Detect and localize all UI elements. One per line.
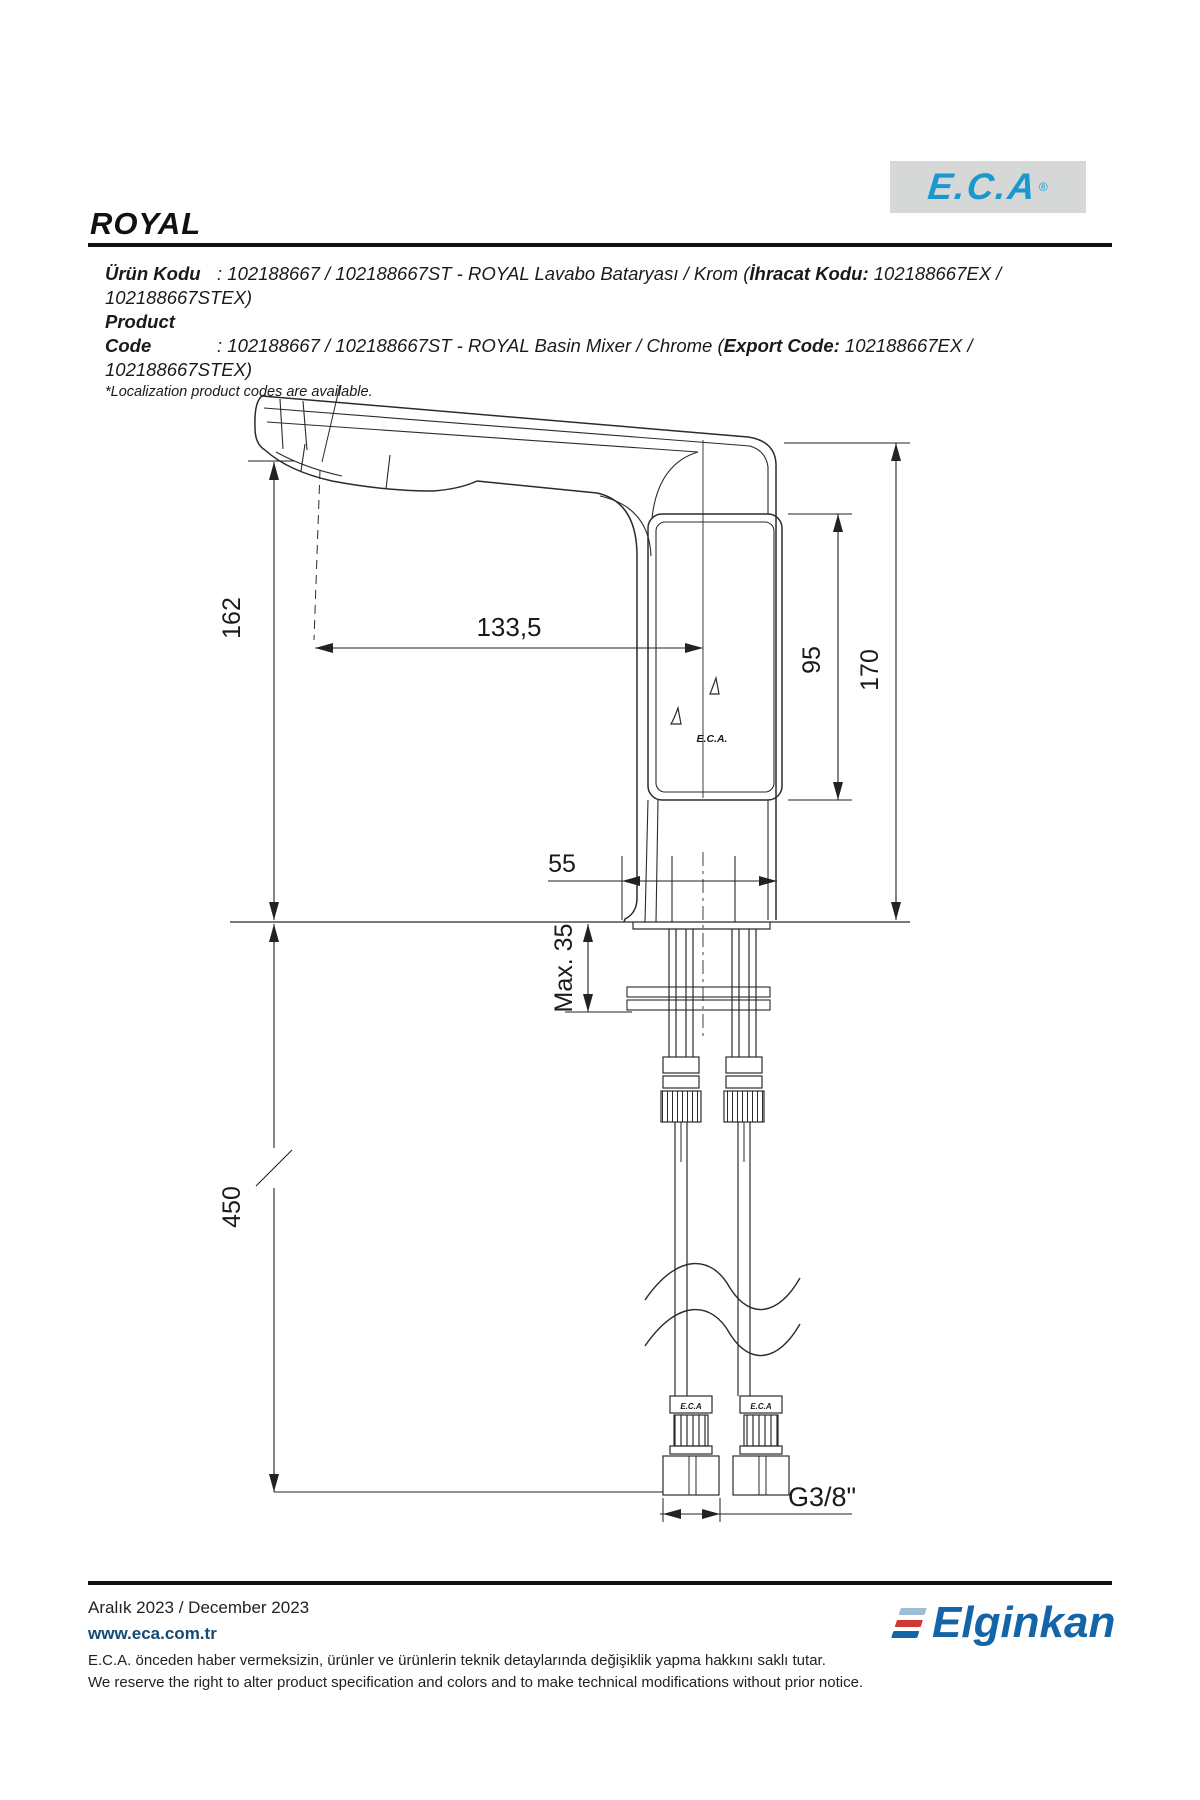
product-label-tr: Ürün Kodu: [105, 263, 201, 284]
mounting-nut-left: [660, 1056, 702, 1123]
eca-brand-logo: E.C.A ®: [890, 161, 1086, 213]
page-title: ROYAL: [90, 206, 202, 241]
footer-disclaimer-tr: E.C.A. önceden haber vermeksizin, ürünle…: [88, 1652, 826, 1669]
footer-website-link[interactable]: www.eca.com.tr: [88, 1624, 217, 1643]
dimension-connection-thread: G3/8": [660, 1482, 856, 1522]
mounting-surface: [230, 921, 910, 1011]
product-code-block: Ürün Kodu: 102188667 / 102188667ST - ROY…: [105, 262, 1105, 402]
flow-triangle-icon: [709, 675, 720, 695]
flow-triangle-icon: [669, 705, 682, 725]
dimension-base-width: 55: [548, 850, 777, 920]
dimension-spout-height: 162: [218, 460, 294, 920]
product-code-line-en: Product Code: 102188667 / 102188667ST - …: [105, 310, 1105, 382]
footer-date: Aralık 2023 / December 2023: [88, 1598, 310, 1617]
connector-logo-left: E.C.A: [680, 1402, 702, 1411]
handle-markings: [669, 675, 720, 725]
dimension-total-height: 170: [784, 442, 910, 920]
elginkan-bars-icon: [891, 1608, 927, 1638]
mounting-nut-right: [723, 1056, 765, 1123]
dimension-handle-height: 95: [788, 513, 852, 801]
hose-connector-left: [662, 1395, 720, 1496]
dimension-max-thickness: Max. 35: [550, 924, 632, 1013]
dimension-spout-reach: 133,5: [313, 384, 703, 653]
localization-note: *Localization product codes are availabl…: [105, 384, 373, 400]
product-body-en: 102188667 / 102188667ST - ROYAL Basin Mi…: [227, 335, 724, 356]
supply-hoses: [644, 929, 801, 1496]
faucet-handle: [647, 513, 783, 801]
svg-text:55: 55: [548, 850, 576, 878]
export-codes-en: 102188667EX / 102188667STEX): [105, 335, 973, 380]
svg-text:170: 170: [856, 649, 884, 691]
handle-logo-text: E.C.A.: [697, 733, 728, 745]
faucet-outline: [254, 395, 777, 930]
export-label-tr: İhracat Kodu:: [749, 263, 869, 284]
footer-divider: [88, 1581, 1112, 1585]
svg-text:95: 95: [798, 646, 826, 674]
svg-text:133,5: 133,5: [476, 612, 541, 642]
product-body-tr: 102188667 / 102188667ST - ROYAL Lavabo B…: [227, 263, 750, 284]
svg-text:450: 450: [218, 1186, 246, 1228]
svg-text:162: 162: [218, 597, 246, 639]
svg-text:G3/8": G3/8": [788, 1482, 856, 1512]
hose-connector-right: [732, 1395, 790, 1496]
colon: :: [217, 335, 228, 356]
elginkan-wordmark: Elginkan: [932, 1598, 1116, 1647]
colon: :: [217, 263, 228, 284]
registered-mark: ®: [1038, 180, 1048, 194]
dimension-hose-length: 450: [218, 924, 663, 1493]
footer-disclaimer-en: We reserve the right to alter product sp…: [88, 1674, 864, 1691]
product-code-line-tr: Ürün Kodu: 102188667 / 102188667ST - ROY…: [105, 262, 1105, 310]
elginkan-logo: Elginkan: [891, 1598, 1116, 1648]
connector-logo-right: E.C.A: [750, 1402, 772, 1411]
product-label-en: Product Code: [105, 311, 175, 356]
svg-text:Max. 35: Max. 35: [550, 924, 578, 1013]
export-codes-tr: 102188667EX / 102188667STEX): [105, 263, 1002, 308]
header-divider: [88, 243, 1112, 247]
break-symbol: [644, 1262, 801, 1357]
export-label-en: Export Code:: [723, 335, 840, 356]
